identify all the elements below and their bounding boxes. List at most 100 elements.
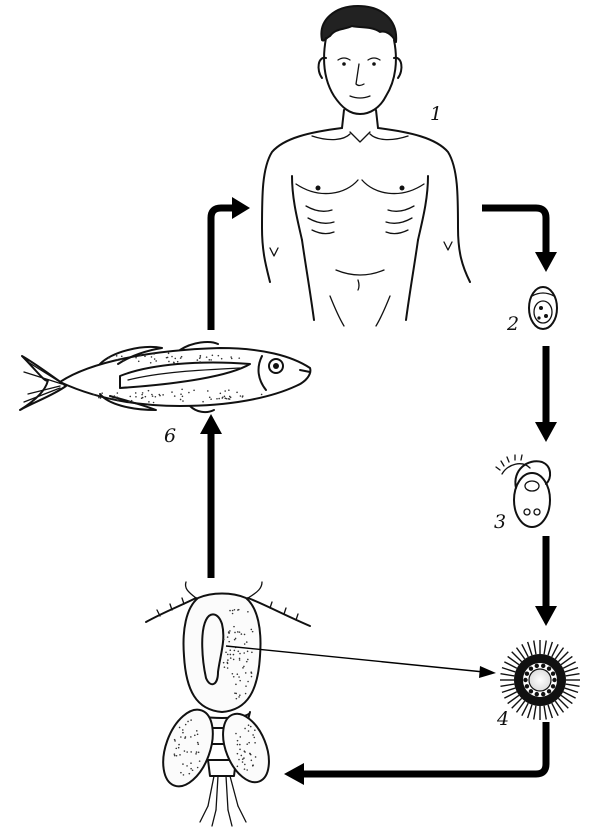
stipple-dot: [241, 761, 244, 763]
stipple-dot: [243, 768, 246, 770]
stipple-dot: [223, 395, 226, 398]
arrow-fish-to-human: [207, 197, 250, 330]
stipple-dot: [243, 643, 246, 645]
stipple-dot: [219, 392, 222, 395]
stipple-dot: [208, 359, 211, 361]
stipple-dot: [122, 360, 125, 362]
stipple-dot: [231, 612, 234, 615]
stipple-dot: [238, 631, 241, 633]
stage-label-1: 1: [430, 103, 442, 125]
stipple-dot: [239, 736, 242, 738]
stipple-dot: [144, 395, 147, 398]
stipple-dot: [184, 723, 187, 726]
cilium: [564, 666, 579, 673]
stipple-dot: [140, 397, 143, 400]
bead: [541, 691, 546, 697]
cilium: [521, 702, 529, 716]
stage-label-3: 3: [494, 511, 506, 533]
stipple-dot: [238, 659, 241, 661]
stipple-dot: [193, 389, 195, 392]
stipple-dot: [232, 675, 235, 678]
stipple-dot: [242, 667, 244, 669]
stipple-dot: [130, 399, 133, 402]
stipple-dot: [173, 753, 176, 755]
stipple-dot: [194, 734, 196, 737]
stipple-dot: [239, 694, 241, 697]
stipple-dot: [141, 392, 144, 394]
stipple-dot: [223, 666, 226, 668]
stipple-dot: [234, 637, 237, 640]
stipple-dot: [222, 661, 225, 664]
cilium: [543, 640, 547, 655]
stipple-dot: [228, 398, 231, 400]
stipple-dot: [155, 360, 157, 362]
stipple-dot: [247, 610, 249, 613]
coracidium-cilia: [500, 640, 580, 720]
stipple-dot: [236, 765, 239, 768]
stipple-dot: [227, 398, 230, 400]
stipple-dot: [208, 396, 211, 399]
stipple-dot: [134, 392, 137, 394]
stipple-dot: [173, 395, 176, 397]
stipple-dot: [237, 650, 240, 653]
cilium: [562, 661, 576, 669]
stipple-dot: [147, 389, 150, 392]
stipple-dot: [184, 736, 187, 738]
stipple-dot: [252, 764, 254, 767]
stipple-dot: [202, 400, 204, 403]
stipple-dot: [190, 719, 192, 721]
stage-label-4: 4: [496, 708, 509, 730]
stipple-dot: [153, 353, 155, 355]
stipple-dot: [224, 390, 226, 392]
stipple-dot: [249, 752, 251, 755]
stipple-dot: [182, 774, 185, 776]
stipple-dot: [245, 660, 248, 663]
stipple-dot: [252, 734, 254, 736]
stipple-dot: [243, 665, 245, 668]
stipple-dot: [176, 360, 179, 363]
stipple-dot: [235, 692, 238, 695]
stipple-dot: [196, 766, 199, 769]
bead: [524, 671, 530, 676]
stipple-dot: [197, 751, 200, 754]
stipple-dot: [149, 362, 152, 364]
stipple-dot: [144, 355, 146, 358]
bead: [552, 677, 557, 683]
stipple-dot: [162, 394, 164, 396]
stipple-dot: [238, 357, 241, 359]
stipple-dot: [151, 395, 154, 397]
stipple-dot: [108, 357, 110, 359]
stipple-dot: [152, 401, 155, 404]
hatching-coracidium-stage: [495, 454, 552, 528]
stipple-dot: [238, 758, 240, 761]
stipple-dot: [250, 628, 253, 631]
stipple-dot: [239, 679, 241, 682]
stipple-dot: [135, 395, 137, 398]
cilium: [557, 697, 569, 709]
stipple-dot: [229, 649, 232, 652]
stipple-dot: [141, 393, 143, 396]
stipple-dot: [150, 356, 153, 358]
stipple-dot: [234, 692, 236, 694]
stipple-dot: [171, 355, 173, 358]
bead: [541, 663, 546, 669]
stipple-dot: [238, 657, 241, 660]
stipple-dot: [210, 398, 212, 401]
stipple-dot: [239, 395, 242, 397]
cilium: [560, 694, 573, 705]
stipple-dot: [226, 667, 229, 669]
stipple-dot: [229, 609, 231, 612]
stipple-dot: [174, 740, 176, 742]
stipple-dot: [228, 389, 230, 391]
cilium: [511, 651, 523, 663]
stipple-dot: [240, 633, 243, 635]
stipple-dot: [173, 754, 176, 757]
stipple-dot: [190, 762, 192, 765]
stipple-dot: [195, 730, 198, 732]
stipple-dot: [229, 630, 231, 632]
bead: [524, 684, 530, 689]
cilium: [515, 700, 526, 713]
stipple-dot: [238, 696, 240, 698]
cilium: [554, 700, 565, 713]
stipple-dot: [248, 741, 250, 744]
